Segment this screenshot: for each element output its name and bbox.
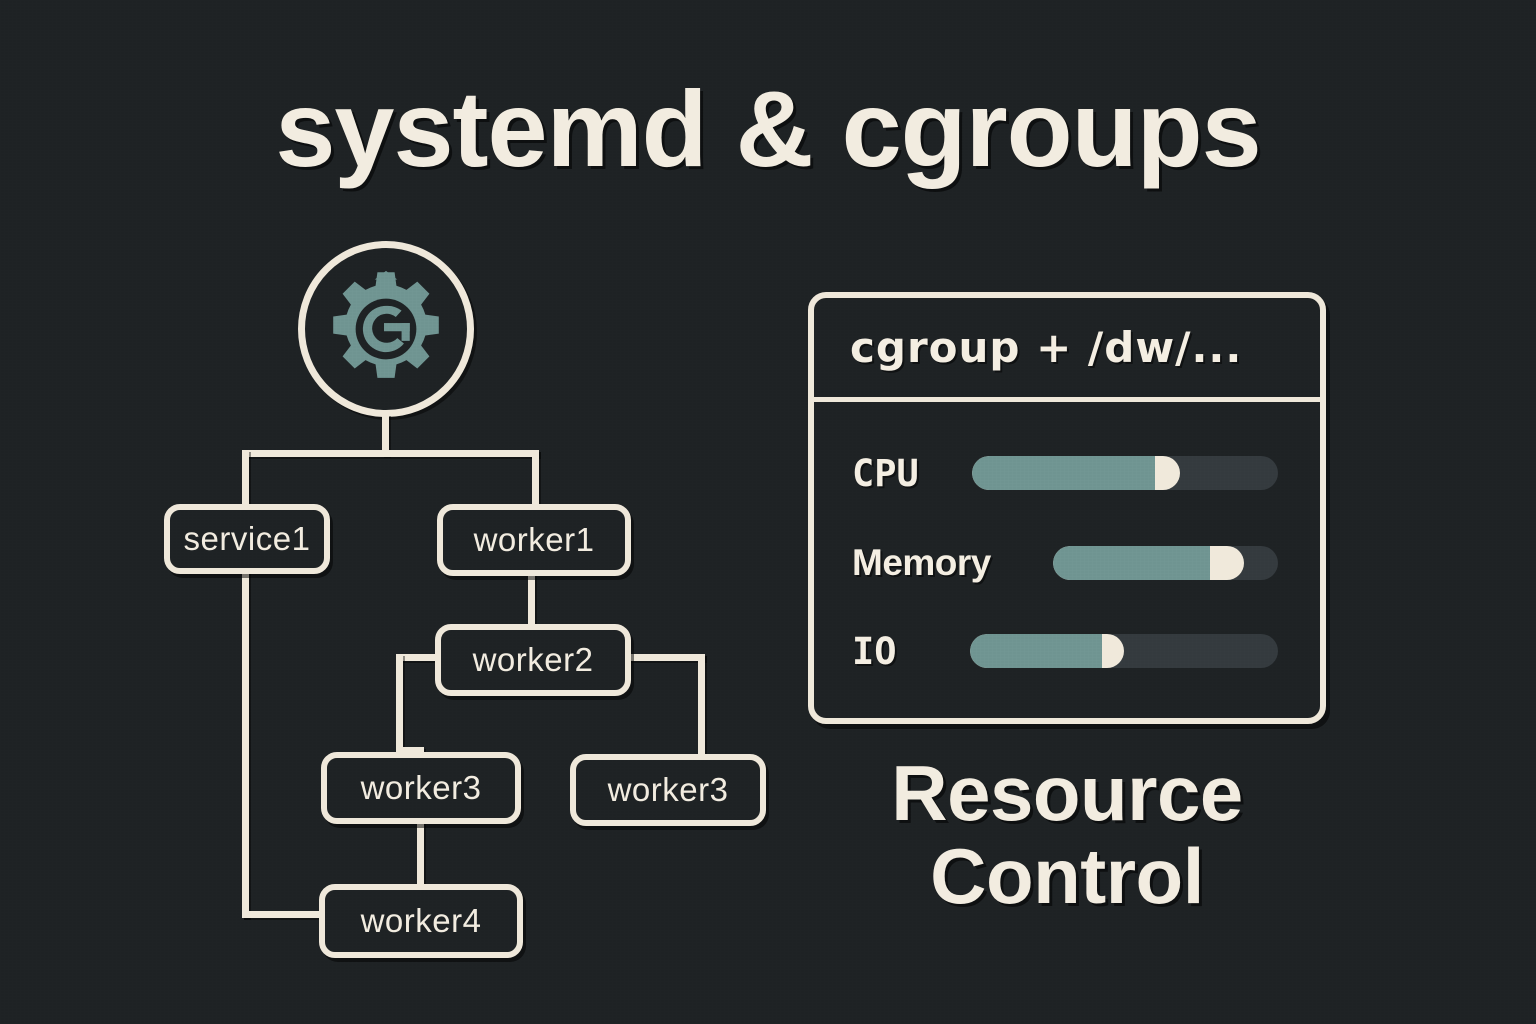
resource-bar-io-fill [970,634,1124,668]
tree-node-label: worker4 [360,902,482,939]
edge-worker2-left-into-worker3a [396,747,424,754]
caption-line-1: Resource [891,749,1243,837]
resource-row-io: IO [814,622,1320,680]
tree-node-worker3b[interactable]: worker3 [570,754,766,826]
resource-bar-cpu-fill-accent [972,456,1156,490]
caption: Resource Control [808,752,1326,917]
resource-row-memory: Memory [814,534,1320,592]
edge-service1-to-worker4 [242,911,330,918]
edge-worker1-to-worker2 [528,568,535,630]
tree-node-worker3a[interactable]: worker3 [321,752,521,824]
tree-node-label: worker3 [607,771,729,808]
edge-worker2-left-down [396,654,403,754]
caption-line-2: Control [930,831,1204,920]
resource-label-memory: Memory [852,542,991,583]
panel-title: cgroup + /dw/... [850,323,1243,372]
resource-bar-io[interactable] [970,634,1278,668]
panel-body: CPU Memory IO [814,402,1320,718]
tree-node-label: service1 [183,520,311,557]
tree-node-worker1[interactable]: worker1 [437,504,631,576]
tree-node-service1[interactable]: service1 [164,504,330,574]
resource-bar-io-fill-accent [970,634,1103,668]
resource-row-cpu: CPU [814,444,1320,502]
resource-label-io: IO [852,629,897,673]
cgroup-resource-panel: cgroup + /dw/... CPU Memory [808,292,1326,724]
resource-bar-cpu-fill [972,456,1181,490]
tree-node-label: worker3 [360,769,482,806]
edge-service1-vertical [242,566,249,918]
edge-worker3a-to-worker4 [417,820,424,888]
edge-worker2-left-out [396,654,442,661]
edge-root-stem [382,414,389,456]
tree-node-worker4[interactable]: worker4 [319,884,523,958]
tree-node-label: worker2 [472,641,594,678]
resource-bar-cpu[interactable] [972,456,1278,490]
resource-bar-memory-fill [1053,546,1245,580]
resource-label-cpu: CPU [852,451,919,495]
page-title: systemd & cgroups [275,68,1261,189]
cgroup-process-tree: service1 worker1 worker2 worker3 worker3… [164,414,766,958]
resource-bar-memory[interactable] [1053,546,1278,580]
tree-node-worker2[interactable]: worker2 [435,624,631,696]
resource-bar-memory-fill-accent [1053,546,1210,580]
edge-root-bar [242,450,539,457]
edge-root-to-service1 [242,450,249,506]
systemd-gear-badge [298,241,474,417]
edge-worker2-right-down [698,654,705,754]
tree-node-label: worker1 [473,521,595,558]
edge-worker2-right-out [626,654,705,661]
edge-root-to-worker1 [532,450,539,506]
panel-header: cgroup + /dw/... [814,298,1320,402]
